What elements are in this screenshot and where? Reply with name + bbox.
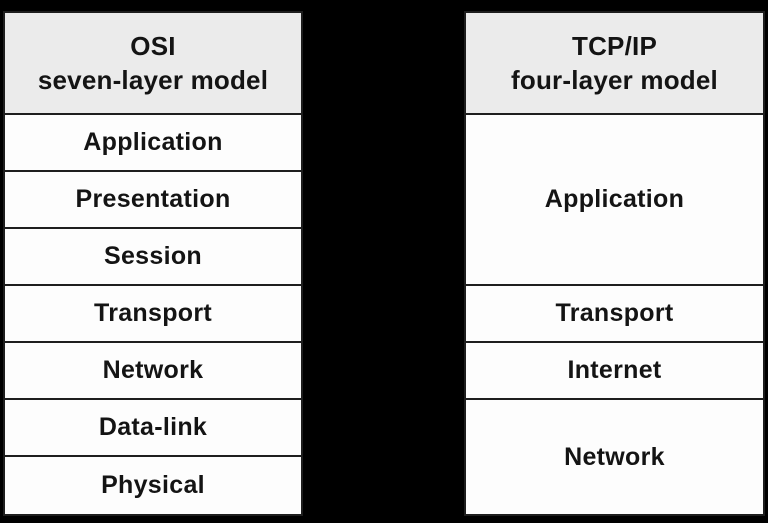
tcpip-layer-application: Application [466, 115, 763, 286]
osi-layer-datalink: Data-link [5, 400, 301, 457]
osi-table-header: OSI seven-layer model [5, 13, 301, 115]
tcpip-title-line1: TCP/IP [572, 30, 657, 61]
osi-layer-transport: Transport [5, 286, 301, 343]
osi-layer-session: Session [5, 229, 301, 286]
osi-title-line2: seven-layer model [37, 65, 269, 95]
tcpip-layer-transport: Transport [466, 286, 763, 343]
osi-layer-presentation: Presentation [5, 172, 301, 229]
tcpip-table-header: TCP/IP four-layer model [466, 13, 763, 115]
tcpip-layer-network: Network [466, 400, 763, 514]
osi-layer-physical: Physical [5, 457, 301, 514]
osi-title-line1: OSI [130, 30, 176, 61]
osi-layer-application: Application [5, 115, 301, 172]
osi-layer-network: Network [5, 343, 301, 400]
tcpip-title-line2: four-layer model [511, 65, 718, 95]
osi-model-table: OSI seven-layer model Application Presen… [3, 11, 303, 516]
tcpip-model-table: TCP/IP four-layer model Application Tran… [464, 11, 765, 516]
tcpip-layer-internet: Internet [466, 343, 763, 400]
